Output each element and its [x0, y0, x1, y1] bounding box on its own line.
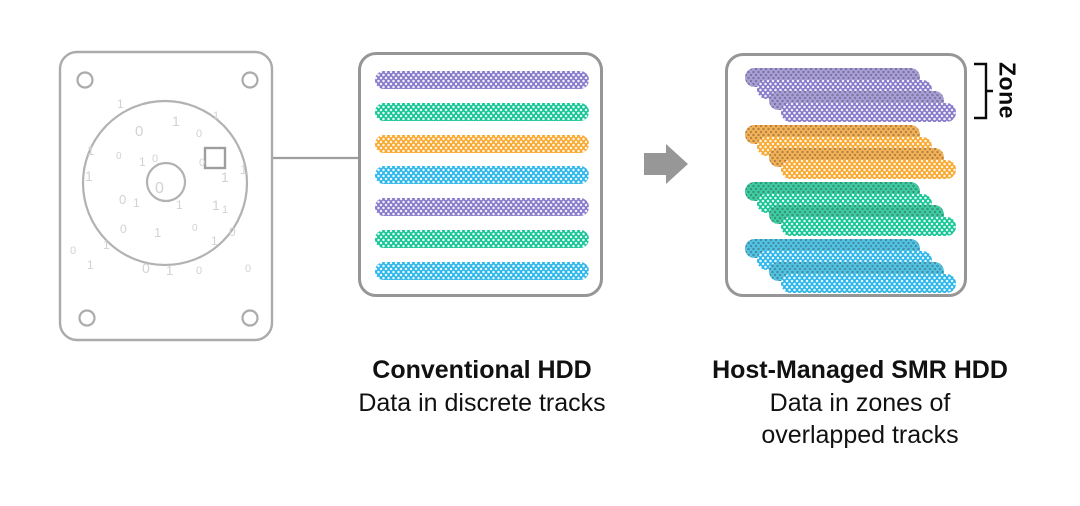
binary-digit: 1: [166, 263, 174, 278]
binary-digit: 0: [229, 225, 236, 239]
hdd-body: [58, 50, 274, 342]
zone-group-orange: [728, 125, 964, 179]
binary-digit: 0: [152, 153, 159, 165]
binary-digit: 0: [155, 180, 164, 197]
overlapped-track-cyan: [781, 273, 956, 293]
binary-digit: 1: [87, 258, 94, 272]
spindle-hole: [145, 161, 187, 203]
binary-digit: 0: [116, 151, 122, 162]
discrete-track-cyan: [375, 261, 589, 280]
binary-digit: 0: [70, 245, 77, 257]
binary-digit: 1: [221, 169, 229, 185]
zoom-square-marker: [203, 146, 227, 170]
smr-subtitle-line2: overlapped tracks: [761, 421, 959, 449]
smr-title: Host-Managed SMR HDD: [712, 356, 1008, 384]
screw-icon: [76, 71, 94, 89]
binary-digit: 0: [196, 128, 203, 140]
binary-digit: 1: [211, 234, 218, 248]
conventional-title: Conventional HDD: [372, 356, 592, 384]
binary-digit: 1: [222, 204, 229, 216]
binary-digit: 0: [142, 260, 150, 276]
conventional-subtitle: Data in discrete tracks: [358, 389, 606, 417]
overlapped-track-orange: [781, 159, 956, 179]
screw-icon: [78, 309, 96, 327]
binary-digit: 0: [245, 263, 252, 275]
binary-digit: 0: [120, 222, 127, 236]
smr-hdd-panel: [725, 53, 967, 297]
binary-digit: 1: [139, 155, 146, 169]
discrete-track-purple: [375, 198, 589, 217]
discrete-track-green: [375, 102, 589, 121]
binary-digit: 0: [119, 192, 127, 207]
zone-label: Zone: [994, 61, 1021, 119]
conventional-caption: Conventional HDD Data in discrete tracks: [322, 354, 642, 419]
zone-bracket: [974, 62, 993, 120]
binary-digit: 1: [240, 162, 248, 177]
arrow-right-icon: [644, 144, 688, 184]
binary-digit: 1: [117, 97, 124, 111]
discrete-track-orange: [375, 134, 589, 153]
binary-digit: 1: [103, 238, 110, 252]
binary-digit: 1: [133, 196, 140, 210]
discrete-track-purple: [375, 71, 589, 89]
smr-caption: Host-Managed SMR HDD Data in zones of ov…: [700, 354, 1020, 451]
screw-icon: [241, 71, 259, 89]
discrete-track-green: [375, 230, 589, 248]
binary-digit: 1: [176, 198, 183, 212]
binary-digit: 0: [192, 223, 198, 234]
binary-digit: 1: [172, 113, 180, 129]
zone-group-green: [728, 182, 964, 236]
binary-digit: 1: [85, 168, 93, 184]
binary-digit: 1: [213, 110, 220, 122]
conventional-hdd-panel: [358, 52, 603, 297]
screw-icon: [241, 309, 259, 327]
zone-group-cyan: [728, 239, 964, 293]
binary-digit: 0: [135, 123, 144, 140]
binary-digit: 0: [199, 157, 206, 169]
platter-circle: [81, 99, 249, 267]
binary-digit: 1: [212, 197, 220, 213]
overlapped-track-green: [781, 216, 956, 236]
binary-digit: 0: [196, 265, 203, 277]
zone-group-purple: [728, 68, 964, 122]
binary-digit: 1: [154, 225, 162, 240]
discrete-track-cyan: [375, 166, 589, 185]
binary-digit: 1: [87, 143, 95, 158]
overlapped-track-purple: [781, 102, 956, 122]
smr-subtitle-line1: Data in zones of: [769, 389, 951, 417]
